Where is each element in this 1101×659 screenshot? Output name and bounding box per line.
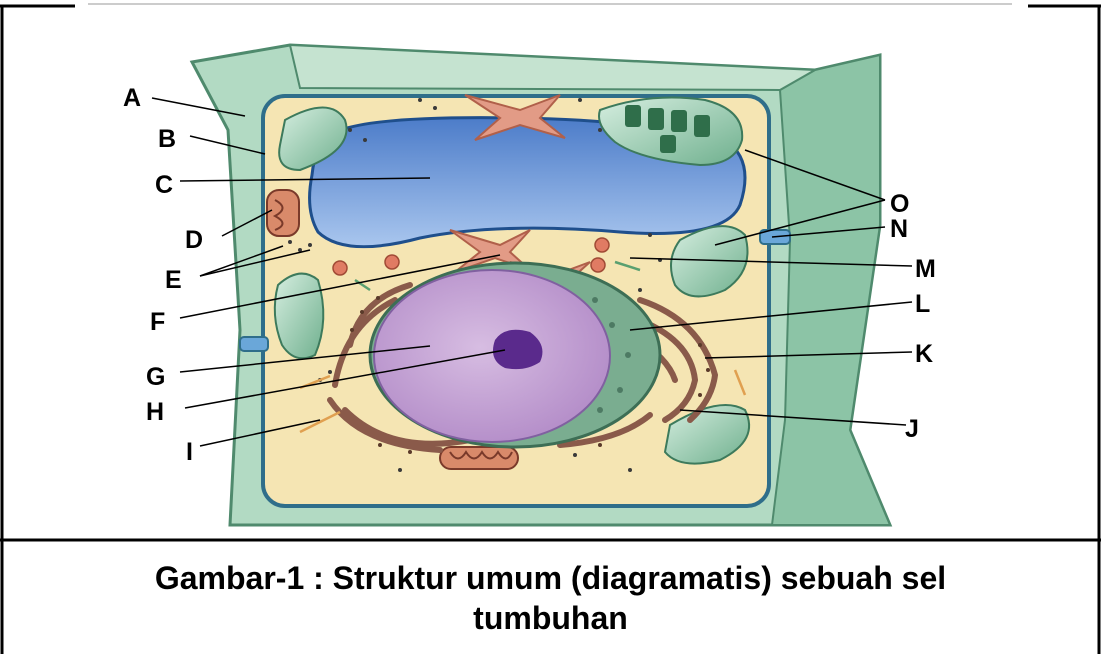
label-c: C xyxy=(155,171,173,199)
caption-text: Gambar-1 : Struktur umum (diagramatis) s… xyxy=(151,558,951,638)
label-k: K xyxy=(915,340,933,368)
label-d: D xyxy=(185,226,203,254)
label-l: L xyxy=(915,290,930,318)
label-n: N xyxy=(890,215,908,243)
label-e: E xyxy=(165,266,182,294)
label-i: I xyxy=(186,438,193,466)
label-a: A xyxy=(123,84,141,112)
label-j: J xyxy=(905,415,919,443)
label-m: M xyxy=(915,255,936,283)
label-b: B xyxy=(158,125,176,153)
label-h: H xyxy=(146,398,164,426)
figure-caption: Gambar-1 : Struktur umum (diagramatis) s… xyxy=(2,541,1099,654)
nucleus xyxy=(370,263,660,447)
label-f: F xyxy=(150,308,165,336)
label-o: O xyxy=(890,190,909,218)
label-g: G xyxy=(146,363,165,391)
